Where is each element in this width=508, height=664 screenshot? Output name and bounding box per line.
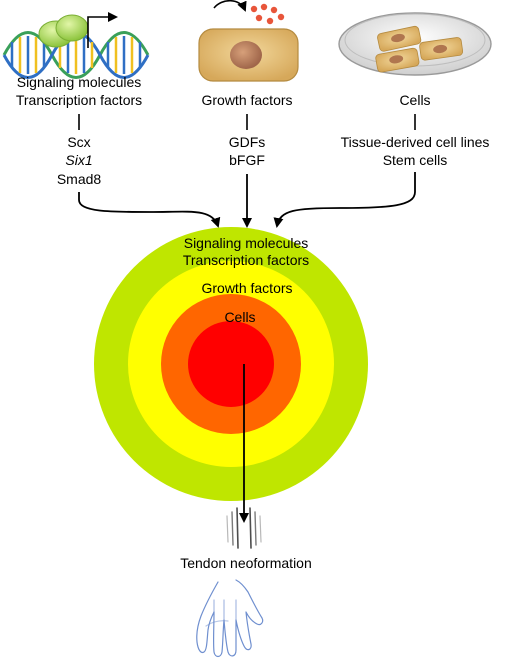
ring-label-outer-line1: Signaling molecules bbox=[184, 235, 309, 251]
left-converge-arrow bbox=[78, 192, 221, 228]
left-heading-line2: Transcription factors bbox=[16, 92, 142, 108]
petri-dish-icon bbox=[338, 12, 492, 76]
left-item-smad8: Smad8 bbox=[57, 171, 102, 187]
tendon-strands-icon bbox=[226, 507, 262, 549]
ring-label-middle: Growth factors bbox=[201, 280, 292, 296]
left-item-scx: Scx bbox=[67, 134, 90, 150]
left-heading-line1: Signaling molecules bbox=[17, 74, 142, 90]
concentric-rings bbox=[94, 227, 368, 501]
middle-item-bfgf: bFGF bbox=[229, 152, 265, 168]
ring-label-inner: Cells bbox=[224, 309, 255, 325]
outcome-label: Tendon neoformation bbox=[180, 555, 312, 571]
growth-factor-cell-icon bbox=[198, 0, 299, 82]
middle-item-gdfs: GDFs bbox=[229, 134, 266, 150]
right-converge-arrow bbox=[273, 172, 416, 228]
left-item-six1: Six1 bbox=[65, 152, 92, 168]
dna-transcription-icon bbox=[2, 12, 150, 79]
ring-core bbox=[188, 321, 274, 407]
right-item-stem-cells: Stem cells bbox=[383, 152, 448, 168]
middle-heading: Growth factors bbox=[201, 92, 292, 108]
right-heading: Cells bbox=[399, 92, 430, 108]
hand-icon bbox=[196, 579, 264, 658]
right-item-tissue-lines: Tissue-derived cell lines bbox=[341, 134, 490, 150]
ring-label-outer-line2: Transcription factors bbox=[183, 252, 309, 268]
